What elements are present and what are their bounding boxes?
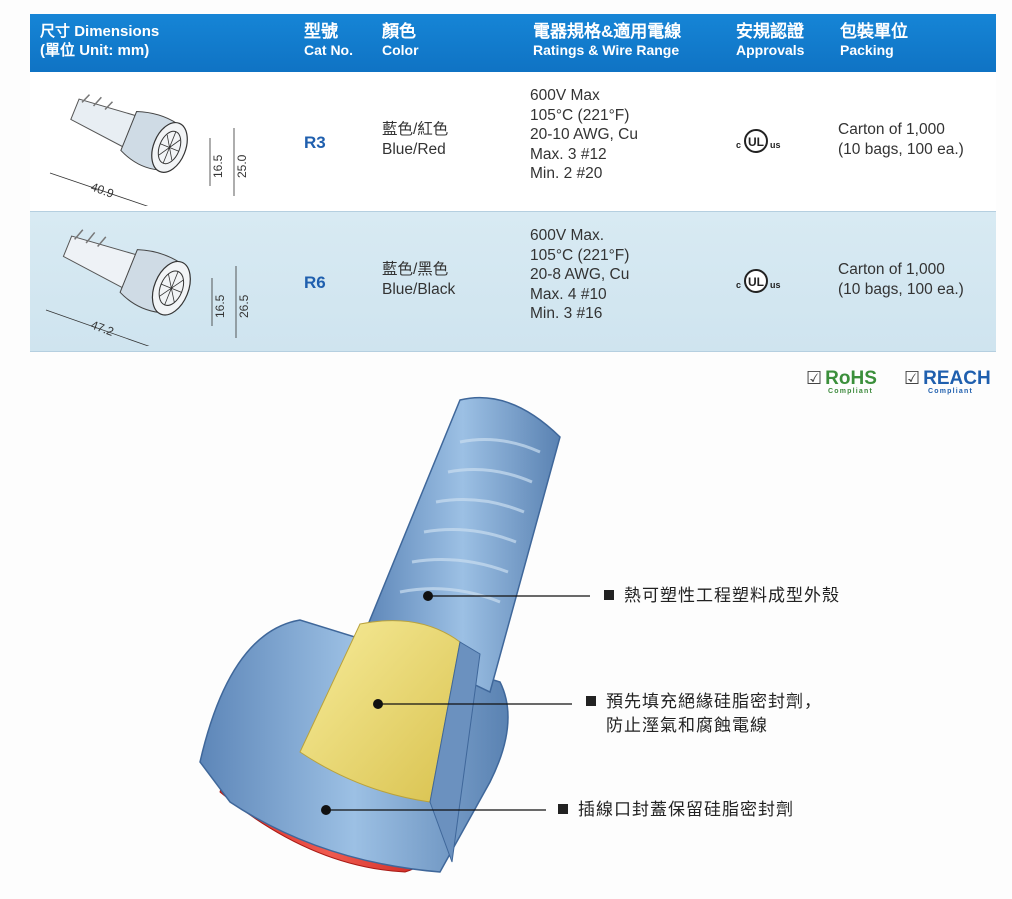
ul-c: c bbox=[736, 140, 741, 150]
callout-shell: 熱可塑性工程塑料成型外殼 bbox=[604, 584, 840, 608]
ul-mark: UL bbox=[748, 275, 764, 289]
rating-min: Min. 2 #20 bbox=[530, 165, 603, 182]
dim-outer: 25.0 bbox=[235, 154, 249, 178]
color-cell: 藍色/紅色 Blue/Red bbox=[382, 120, 448, 159]
callout-cap-text: 插線口封蓋保留硅脂密封劑 bbox=[578, 800, 794, 819]
rating-min: Min. 3 #16 bbox=[530, 305, 603, 322]
bullet-square-icon bbox=[586, 696, 596, 706]
header-cat-en: Cat No. bbox=[304, 42, 353, 58]
callout-cap: 插線口封蓋保留硅脂密封劑 bbox=[558, 798, 794, 822]
rating-temperature: 105°C (221°F) bbox=[530, 106, 630, 124]
ul-listing-icon: c UL us bbox=[736, 129, 781, 153]
dim-outer: 26.5 bbox=[237, 294, 251, 318]
ratings-cell: 600V Max. 105°C (221°F) 20-8 AWG, Cu Max… bbox=[530, 226, 629, 324]
dim-inner: 16.5 bbox=[213, 294, 227, 318]
rating-voltage: 600V Max bbox=[530, 87, 600, 104]
color-en: Blue/Red bbox=[382, 140, 446, 158]
reach-label: REACH bbox=[923, 368, 991, 389]
packing-line-1: Carton of 1,000 bbox=[838, 261, 945, 278]
check-box-icon: ☑ bbox=[904, 368, 921, 388]
table-header: 尺寸 Dimensions (單位 Unit: mm) 型號 Cat No. 顏… bbox=[30, 14, 996, 72]
rating-max: Max. 4 #10 bbox=[530, 285, 607, 303]
rating-voltage: 600V Max. bbox=[530, 227, 605, 244]
header-packing-zh: 包裝單位 bbox=[840, 22, 908, 41]
header-packing-en: Packing bbox=[840, 42, 894, 58]
header-color-zh: 顏色 bbox=[382, 22, 416, 41]
packing-line-1: Carton of 1,000 bbox=[838, 121, 945, 138]
reach-sub: Compliant bbox=[928, 388, 974, 395]
header-ratings: 電器規格&適用電線 Ratings & Wire Range bbox=[533, 22, 681, 60]
ul-listing-icon: c UL us bbox=[736, 269, 781, 293]
header-approvals: 安規認證 Approvals bbox=[736, 22, 804, 60]
bullet-square-icon bbox=[604, 590, 614, 600]
header-dimensions: 尺寸 Dimensions (單位 Unit: mm) bbox=[40, 23, 160, 59]
rohs-badge: ☑RoHS Compliant bbox=[806, 368, 877, 395]
packing-cell: Carton of 1,000 (10 bags, 100 ea.) bbox=[838, 260, 964, 299]
header-cat: 型號 Cat No. bbox=[304, 22, 353, 60]
header-color-en: Color bbox=[382, 42, 419, 58]
dim-length: 47.2 bbox=[89, 318, 116, 339]
rohs-label: RoHS bbox=[825, 368, 877, 389]
header-packing: 包裝單位 Packing bbox=[840, 22, 908, 60]
callout-shell-text: 熱可塑性工程塑料成型外殼 bbox=[624, 586, 840, 605]
connector-drawing: 47.2 16.5 26.5 bbox=[45, 229, 251, 346]
connector-drawing: 40.9 16.5 25.0 bbox=[49, 94, 249, 206]
header-dimensions-zh: 尺寸 bbox=[40, 23, 71, 40]
header-approvals-en: Approvals bbox=[736, 42, 805, 58]
rating-wire-range: 20-8 AWG, Cu bbox=[530, 266, 630, 283]
color-zh: 藍色/紅色 bbox=[382, 121, 449, 138]
table-row: 47.2 16.5 26.5 R6 藍色/黑色 Blue/Black 600V … bbox=[30, 212, 996, 352]
header-unit-en: Unit: mm bbox=[79, 42, 145, 59]
packing-line-2: (10 bags, 100 ea.) bbox=[838, 280, 964, 298]
bullet-square-icon bbox=[558, 804, 568, 814]
rating-max: Max. 3 #12 bbox=[530, 145, 607, 163]
check-box-icon: ☑ bbox=[806, 368, 823, 388]
packing-line-2: (10 bags, 100 ea.) bbox=[838, 140, 964, 158]
rating-wire-range: 20-10 AWG, Cu bbox=[530, 126, 638, 143]
header-dimensions-en: Dimensions bbox=[74, 23, 160, 40]
header-unit-zh: 單位 bbox=[45, 42, 76, 59]
cat-no: R3 bbox=[304, 133, 326, 152]
callout-sealant: 預先填充絕緣硅脂密封劑， 防止溼氣和腐蝕電線 bbox=[586, 690, 822, 738]
callout-sealant-line-2: 防止溼氣和腐蝕電線 bbox=[606, 716, 768, 735]
reach-badge: ☑REACH Compliant bbox=[904, 368, 991, 395]
ratings-cell: 600V Max 105°C (221°F) 20-10 AWG, Cu Max… bbox=[530, 86, 638, 184]
ul-mark: UL bbox=[748, 135, 764, 149]
header-ratings-zh: 電器規格&適用電線 bbox=[533, 22, 682, 41]
header-cat-zh: 型號 bbox=[304, 22, 338, 41]
ul-us: us bbox=[770, 140, 781, 150]
ul-c: c bbox=[736, 280, 741, 290]
packing-cell: Carton of 1,000 (10 bags, 100 ea.) bbox=[838, 120, 964, 159]
color-cell: 藍色/黑色 Blue/Black bbox=[382, 260, 455, 299]
connector-cutaway-illustration bbox=[199, 396, 590, 873]
header-approvals-zh: 安規認證 bbox=[736, 22, 804, 41]
color-en: Blue/Black bbox=[382, 280, 456, 298]
rating-temperature: 105°C (221°F) bbox=[530, 246, 630, 264]
cat-no: R6 bbox=[304, 273, 326, 292]
header-color: 顏色 Color bbox=[382, 22, 419, 60]
header-ratings-en: Ratings & Wire Range bbox=[533, 42, 680, 58]
ul-us: us bbox=[770, 280, 781, 290]
callout-sealant-line-1: 預先填充絕緣硅脂密封劑， bbox=[606, 692, 822, 711]
color-zh: 藍色/黑色 bbox=[382, 261, 449, 278]
rohs-sub: Compliant bbox=[828, 388, 874, 395]
dim-length: 40.9 bbox=[89, 180, 116, 201]
dim-inner: 16.5 bbox=[211, 154, 225, 178]
table-row: 40.9 16.5 25.0 R3 藍色/紅色 Blue/Red 600V Ma… bbox=[30, 72, 996, 212]
